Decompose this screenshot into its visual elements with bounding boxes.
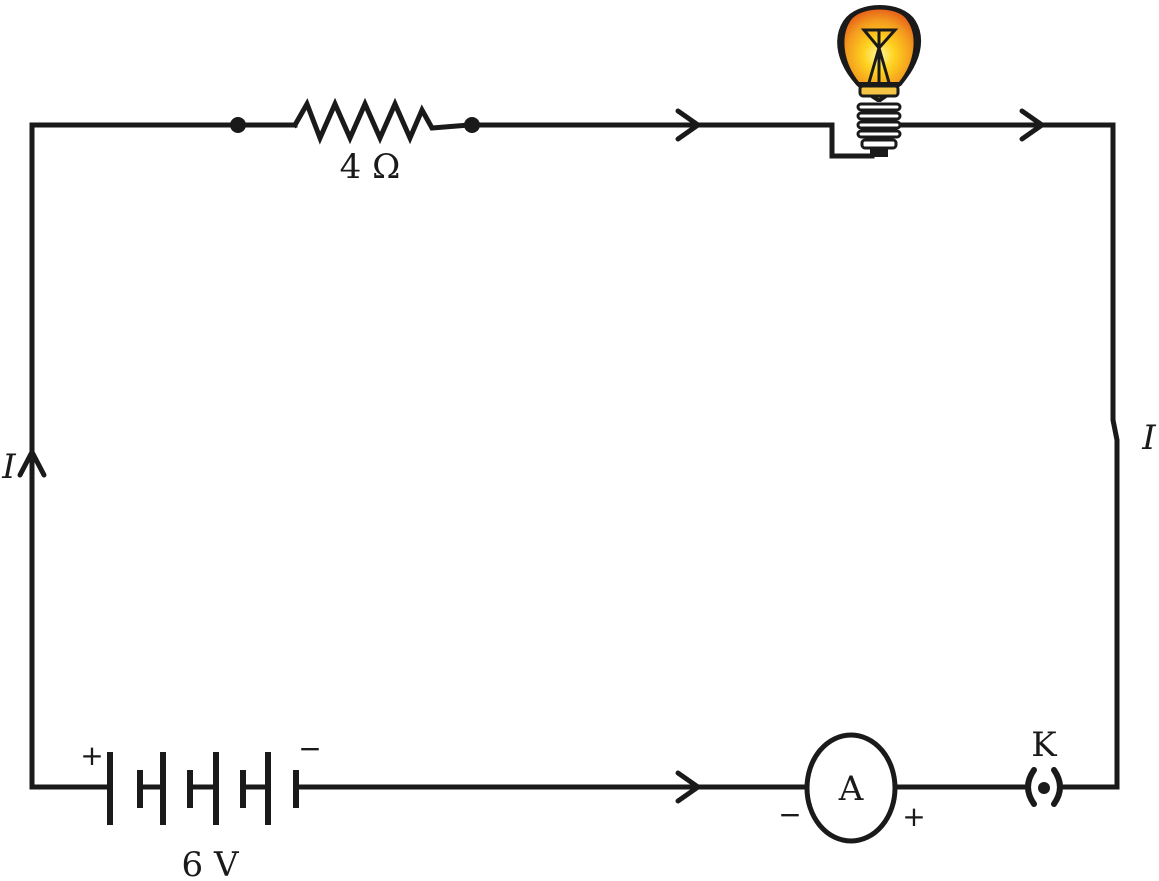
ammeter-minus-sign: − xyxy=(778,798,801,831)
junction-dot-left xyxy=(230,117,246,133)
current-arrow-left xyxy=(17,449,47,478)
current-arrow-top-middle xyxy=(675,108,701,142)
battery-6v xyxy=(107,752,299,825)
wire-to-bulb xyxy=(467,122,875,159)
ammeter-plus-sign: + xyxy=(902,800,925,833)
resistor-label: 4 Ω xyxy=(340,147,401,187)
current-arrow-bottom xyxy=(675,770,701,804)
ammeter xyxy=(804,732,898,844)
current-label-right: I xyxy=(1141,418,1156,458)
circuit-wires xyxy=(29,97,1120,790)
battery-label: 6 V xyxy=(182,845,240,881)
current-arrow-top-right xyxy=(1019,108,1045,142)
plug-key xyxy=(1025,767,1063,807)
resistor-4-ohm xyxy=(291,97,473,145)
battery-minus-sign: − xyxy=(298,732,321,765)
battery-plus-sign: + xyxy=(80,739,103,772)
wire-left-top xyxy=(29,122,298,790)
current-label-left: I xyxy=(1,447,16,487)
wire-right xyxy=(892,122,1120,790)
ammeter-label: A xyxy=(838,769,864,809)
light-bulb xyxy=(837,5,922,157)
junction-dot-right xyxy=(464,117,480,133)
key-label: K xyxy=(1031,725,1057,765)
